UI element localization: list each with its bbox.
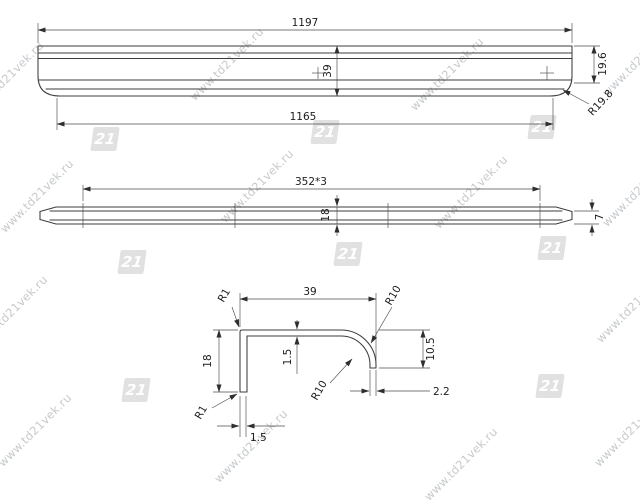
dim-section-radius-inner: R10 xyxy=(309,358,353,403)
dim-label-R1-top: R1 xyxy=(216,286,233,304)
dim-section-wall-top: 1.5 xyxy=(282,320,300,374)
front-view: 1197 39 1165 19.6 R19.8 xyxy=(37,17,616,130)
dim-section-hook-height: 10.5 xyxy=(379,329,437,369)
section-profile-outline xyxy=(239,329,377,393)
dim-label-1197: 1197 xyxy=(292,17,319,29)
dim-label-19.6: 19.6 xyxy=(597,52,609,76)
front-outline xyxy=(37,45,573,97)
technical-drawing: 1197 39 1165 19.6 R19.8 xyxy=(37,17,616,444)
hole-center-mark xyxy=(312,66,554,80)
dim-label-352x3: 352*3 xyxy=(295,176,327,188)
dim-label-R10-inner: R10 xyxy=(309,379,330,403)
section-view: R1 39 R10 1.5 18 R10 xyxy=(193,284,450,444)
dim-label-1.5-left: 1.5 xyxy=(250,432,267,444)
dim-section-tip-width: 2.2 xyxy=(350,370,450,398)
dim-label-R10-outer: R10 xyxy=(383,284,404,308)
dim-label-1165: 1165 xyxy=(290,111,317,123)
dim-plan-width: 18 xyxy=(320,195,340,236)
dim-label-39: 39 xyxy=(322,64,334,77)
hole-center-mark xyxy=(82,203,541,228)
dim-section-height: 18 xyxy=(202,329,238,393)
dim-label-39-section: 39 xyxy=(303,286,316,298)
dim-section-wall-left: 1.5 xyxy=(217,396,285,444)
dim-label-18-plan: 18 xyxy=(320,208,332,221)
dim-label-7: 7 xyxy=(594,214,606,221)
dim-label-10.5: 10.5 xyxy=(425,337,437,360)
dim-front-end-radius: R19.8 xyxy=(562,88,616,119)
dim-plan-end-thickness: 7 xyxy=(574,199,606,236)
dim-front-height: 39 xyxy=(322,45,340,97)
dim-label-1.5-top: 1.5 xyxy=(282,349,294,366)
dim-section-radius-top-left: R1 xyxy=(216,286,240,328)
dim-front-top-length: 1197 xyxy=(37,17,573,43)
dim-plan-hole-spacing: 352*3 xyxy=(82,176,541,201)
dim-label-2.2: 2.2 xyxy=(433,386,450,398)
dim-section-arm-length: 39 xyxy=(239,286,377,361)
dim-front-end-height: 19.6 xyxy=(574,45,609,84)
plan-view: 352*3 18 7 xyxy=(39,176,606,236)
dim-front-bottom-length: 1165 xyxy=(56,98,554,130)
dim-section-radius-bottom-left: R1 xyxy=(193,393,238,422)
dim-label-R1-bottom: R1 xyxy=(193,403,210,421)
dim-label-18-section: 18 xyxy=(202,354,214,367)
dim-label-R19.8: R19.8 xyxy=(586,88,616,119)
plan-outline xyxy=(39,206,573,225)
